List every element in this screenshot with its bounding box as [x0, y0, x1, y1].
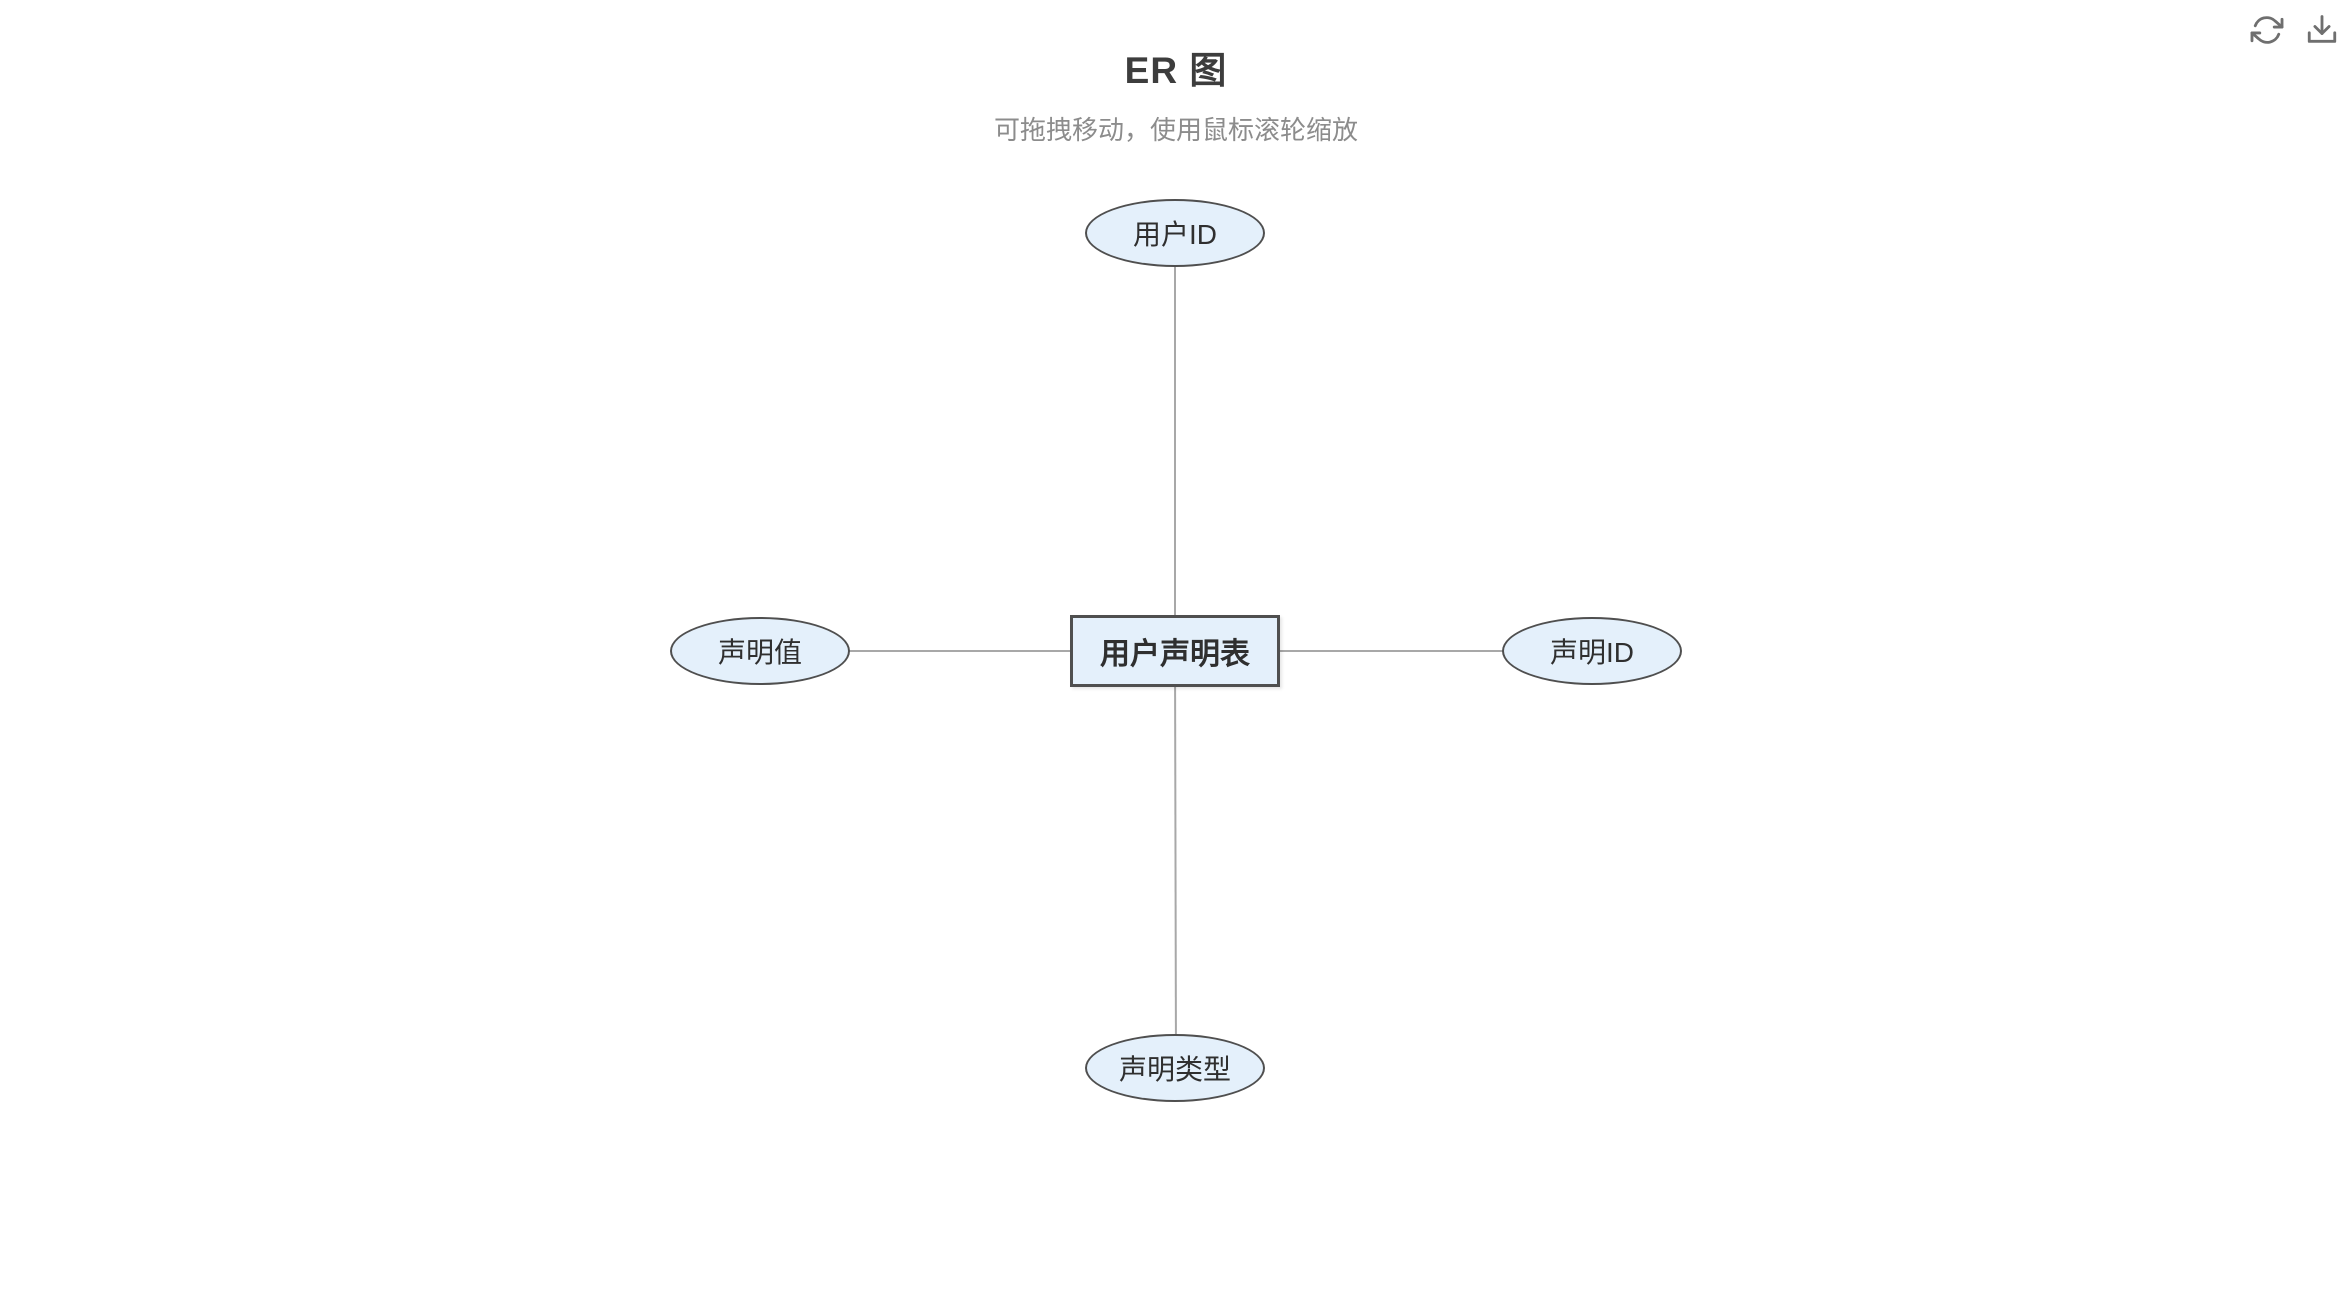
attribute-label: 声明值	[717, 637, 802, 668]
header: ER 图 可拖拽移动，使用鼠标滚轮缩放	[0, 0, 2352, 147]
refresh-icon	[2250, 16, 2284, 44]
page-subtitle: 可拖拽移动，使用鼠标滚轮缩放	[993, 115, 1358, 145]
edge-entity-bottom	[1174, 650, 1177, 1069]
entity-label: 用户声明表	[1100, 638, 1250, 671]
download-icon	[2307, 15, 2337, 43]
attribute-node-left[interactable]: 声明值	[670, 617, 850, 685]
attribute-node-right[interactable]: 声明ID	[1502, 617, 1682, 685]
attribute-label: 声明类型	[1118, 1054, 1231, 1085]
attribute-node-bottom[interactable]: 声明类型	[1085, 1034, 1265, 1102]
attribute-label: 声明ID	[1549, 637, 1634, 668]
page-title: ER 图	[1124, 50, 1228, 91]
attribute-node-top[interactable]: 用户ID	[1085, 199, 1265, 267]
refresh-button[interactable]	[2249, 12, 2285, 48]
entity-node[interactable]: 用户声明表	[1070, 615, 1280, 687]
toolbar	[2249, 12, 2340, 48]
attribute-label: 用户ID	[1132, 219, 1217, 250]
download-button[interactable]	[2304, 12, 2340, 48]
